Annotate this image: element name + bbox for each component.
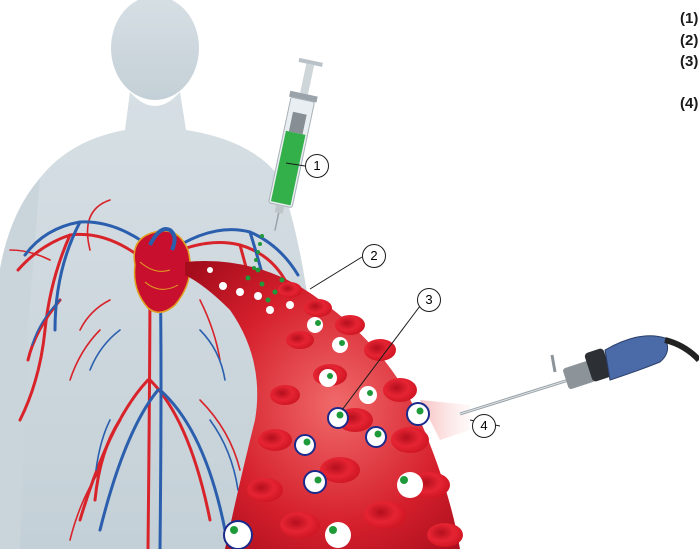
callout-4: 4 [472,414,496,438]
callout-1-label: 1 [313,158,320,173]
callout-3: 3 [417,288,441,312]
callout-2: 2 [362,244,386,268]
legend-item-2: (2) [680,32,698,49]
endoscope-icon [460,336,699,414]
legend-item-1: (1) [680,10,698,27]
legend-item-3: (3) [680,53,698,70]
legend-item-4: (4) [680,95,698,112]
callout-2-label: 2 [370,248,377,263]
callout-3-label: 3 [425,292,432,307]
callout-4-label: 4 [480,418,487,433]
callout-1: 1 [305,154,329,178]
